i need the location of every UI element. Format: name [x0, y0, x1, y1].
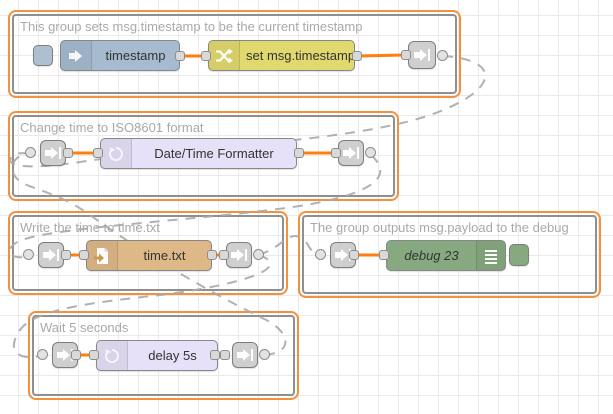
group-set-timestamp[interactable]: This group sets msg.timestamp to be the … [8, 10, 461, 98]
port-output[interactable] [61, 250, 71, 260]
link-out-node[interactable] [226, 242, 252, 268]
port-input[interactable] [379, 250, 389, 260]
group-label: Write the time to time.txt [20, 220, 160, 235]
group-label: The group outputs msg.payload to the deb… [310, 220, 569, 235]
port-output[interactable] [71, 350, 81, 360]
node-label: time.txt [143, 248, 186, 263]
port-input[interactable] [220, 350, 230, 360]
link-port[interactable] [25, 147, 36, 158]
node-label: timestamp [105, 48, 166, 63]
link-arrow-icon [43, 249, 59, 261]
wire-change-to-linkout[interactable] [355, 53, 408, 58]
link-port[interactable] [365, 147, 376, 158]
link-port[interactable] [259, 349, 270, 360]
file-export-icon [87, 241, 118, 270]
port-input[interactable] [79, 250, 89, 260]
node-label: debug 23 [404, 248, 459, 263]
port-output[interactable] [349, 250, 359, 260]
port-input[interactable] [219, 250, 229, 260]
port-output[interactable] [175, 51, 185, 61]
timer-icon [97, 341, 128, 370]
link-out-node[interactable] [338, 140, 364, 166]
port-output[interactable] [294, 148, 304, 158]
debug-list-icon [476, 241, 505, 270]
node-label: delay 5s [148, 348, 197, 363]
group-label: Change time to ISO8601 format [20, 120, 204, 135]
port-input[interactable] [93, 148, 103, 158]
node-label: set msg.timestamp [246, 48, 356, 63]
group-debug-output[interactable]: The group outputs msg.payload to the deb… [298, 211, 601, 298]
link-port[interactable] [253, 249, 264, 260]
link-arrow-icon [414, 49, 430, 61]
change-node-set-timestamp[interactable]: set msg.timestamp [208, 40, 355, 71]
link-out-node[interactable] [408, 41, 436, 69]
link-port[interactable] [23, 249, 34, 260]
group-label: This group sets msg.timestamp to be the … [20, 19, 363, 34]
inject-trigger-button[interactable] [33, 45, 53, 66]
shuffle-icon [209, 41, 240, 70]
group-wait[interactable]: Wait 5 seconds [28, 311, 299, 400]
link-arrow-icon [45, 147, 61, 159]
timer-icon [101, 139, 132, 168]
link-port[interactable] [437, 50, 448, 61]
port-output[interactable] [207, 250, 217, 260]
delay-node[interactable]: delay 5s [96, 340, 218, 371]
link-arrow-icon [231, 249, 247, 261]
port-input[interactable] [401, 50, 411, 60]
debug-node[interactable]: debug 23 [386, 240, 506, 271]
link-wire-writefile-to-wait[interactable] [12, 254, 272, 359]
formatter-node[interactable]: Date/Time Formatter [100, 138, 297, 169]
link-out-node[interactable] [232, 342, 258, 368]
port-output[interactable] [63, 148, 73, 158]
link-wire-wait-to-iso[interactable] [11, 152, 287, 356]
file-node[interactable]: time.txt [86, 240, 212, 271]
inject-arrow-icon [61, 41, 92, 70]
group-iso8601[interactable]: Change time to ISO8601 format [8, 111, 399, 201]
inject-node-timestamp[interactable]: timestamp [60, 40, 180, 71]
node-label: Date/Time Formatter [154, 146, 274, 161]
link-port[interactable] [37, 349, 48, 360]
link-arrow-icon [343, 147, 359, 159]
link-wire-iso-to-writefile[interactable] [8, 154, 382, 259]
port-input[interactable] [89, 350, 99, 360]
port-output[interactable] [352, 51, 362, 61]
group-label: Wait 5 seconds [40, 320, 129, 335]
link-arrow-icon [237, 349, 253, 361]
link-wire-writefile-to-debug[interactable] [258, 235, 322, 256]
port-input[interactable] [331, 148, 341, 158]
port-output[interactable] [210, 350, 220, 360]
debug-enable-toggle[interactable] [509, 244, 529, 266]
link-in-node[interactable] [38, 242, 64, 268]
port-input[interactable] [201, 51, 211, 61]
link-port[interactable] [315, 249, 326, 260]
group-write-file[interactable]: Write the time to time.txt [8, 211, 288, 295]
